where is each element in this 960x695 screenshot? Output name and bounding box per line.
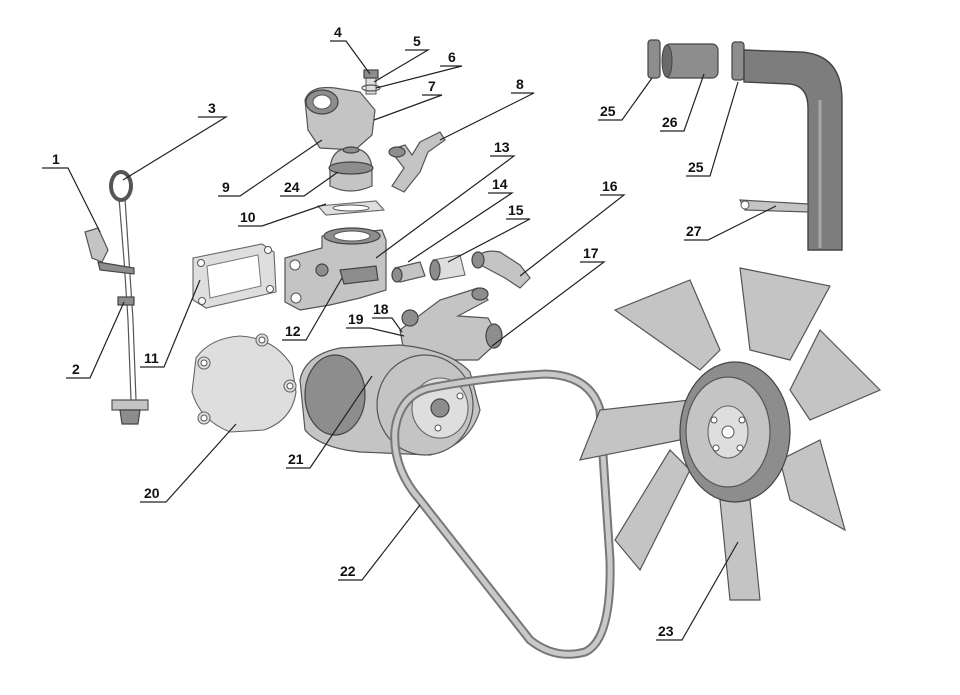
callout-21: 21	[288, 451, 304, 467]
callout-1: 1	[52, 151, 60, 167]
callout-25-upper: 25	[600, 103, 616, 119]
bypass-hose-pieces	[391, 250, 531, 289]
cooling-fan	[579, 267, 882, 601]
dipstick-assembly	[84, 170, 149, 425]
callout-13: 13	[494, 139, 510, 155]
callout-20: 20	[144, 485, 160, 501]
callout-18: 18	[373, 301, 389, 317]
water-pump-body	[299, 287, 503, 456]
callout-9: 9	[222, 179, 230, 195]
thermostat-gasket	[316, 200, 386, 216]
temperature-sensor-fitting	[388, 131, 446, 193]
coolant-pipe-assembly	[647, 39, 843, 251]
callout-14: 14	[492, 176, 508, 192]
drive-belt	[390, 369, 615, 659]
callout-24: 24	[284, 179, 300, 195]
callout-26: 26	[662, 114, 678, 130]
leader-lines	[42, 40, 777, 641]
callout-4: 4	[334, 24, 342, 40]
callout-22: 22	[340, 563, 356, 579]
callout-numbers: 1 2 3 4 5 6 7 8 9 10 11 12 13 14 15 16 1…	[52, 24, 704, 639]
callout-8: 8	[516, 76, 524, 92]
callout-3: 3	[208, 100, 216, 116]
thermostat-housing	[304, 69, 381, 151]
housing-gasket	[192, 243, 277, 309]
callout-6: 6	[448, 49, 456, 65]
callout-25-lower: 25	[688, 159, 704, 175]
callout-27: 27	[686, 223, 702, 239]
water-pump-housing-upper	[284, 227, 387, 311]
callout-2: 2	[72, 361, 80, 377]
thermostat	[328, 146, 374, 192]
callout-7: 7	[428, 78, 436, 94]
callout-10: 10	[240, 209, 256, 225]
callout-5: 5	[413, 33, 421, 49]
pump-gasket	[191, 333, 297, 433]
callout-11: 11	[144, 350, 159, 366]
callout-15: 15	[508, 202, 524, 218]
callout-12: 12	[285, 323, 301, 339]
callout-17: 17	[583, 245, 599, 261]
callout-16: 16	[602, 178, 618, 194]
callout-19: 19	[348, 311, 364, 327]
callout-23: 23	[658, 623, 674, 639]
